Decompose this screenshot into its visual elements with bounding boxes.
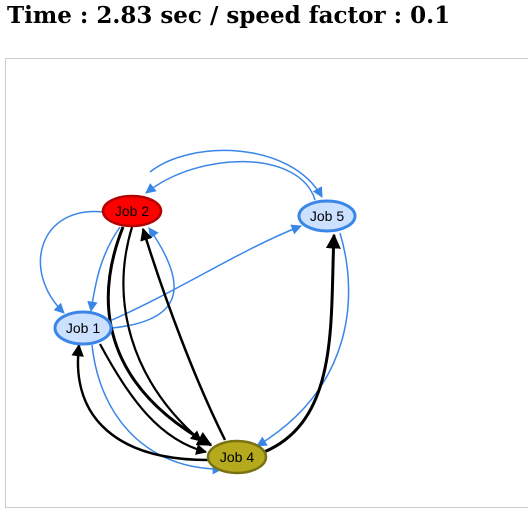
edge-job4-to-job5 [263,233,341,454]
graph-canvas[interactable] [5,58,528,508]
edge-job5-to-job4 [256,232,350,447]
edge-job1-to-job2 [111,227,175,329]
page-title: Time : 2.83 sec / speed factor : 0.1 [7,2,451,29]
edge-job2-to-job4-a [106,226,213,447]
node-label-job4: Job 4 [220,449,254,465]
edge-job4-to-job1 [71,343,209,462]
edge-job5-to-job2 [145,160,316,201]
node-job2[interactable]: Job 2 [101,194,163,228]
edge-job4-to-job2 [140,227,227,441]
node-job1[interactable]: Job 1 [53,310,113,346]
job-graph: Job 2 Job 5 Job 1 Job 4 [39,149,357,475]
edge-job1-to-job4 [91,344,224,475]
node-label-job5: Job 5 [310,208,344,224]
node-job5[interactable]: Job 5 [297,199,357,233]
edge-job1-to-job4 [99,343,208,455]
edge-job2-to-job4-b [122,226,202,442]
node-job4[interactable]: Job 4 [206,439,268,475]
node-label-job2: Job 2 [115,203,149,219]
node-label-job1: Job 1 [66,320,100,336]
edge-job2-to-job5 [149,149,323,198]
edge-job2-to-job1-outer [39,210,105,314]
edge-job1-to-job5 [111,224,302,321]
edge-job2-to-job1-inner [87,226,121,313]
